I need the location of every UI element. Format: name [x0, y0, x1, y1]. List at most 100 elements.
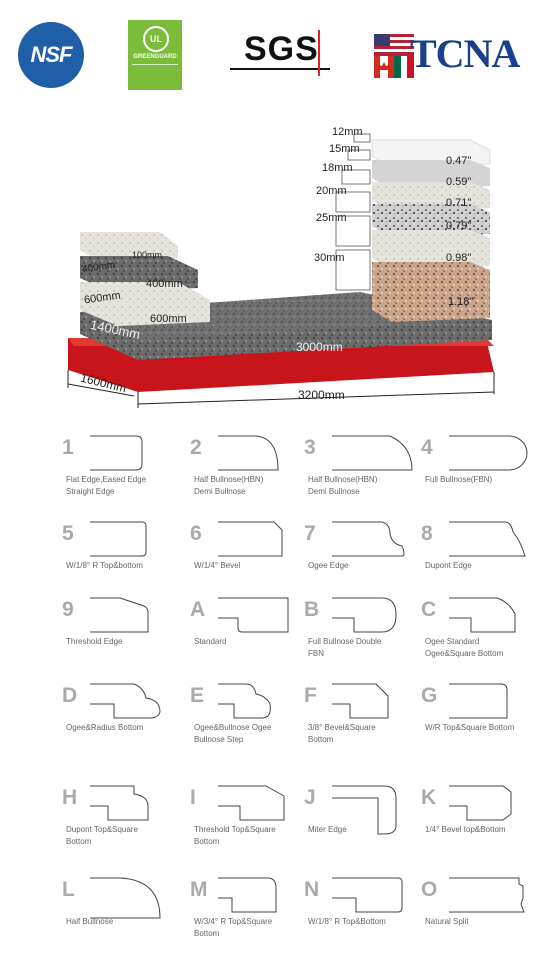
edge-code-1: 1: [62, 436, 74, 459]
edge-code-I: I: [190, 786, 196, 809]
edge-caption-2: Half Bullnose(HBN)Demi Bullnose: [194, 474, 263, 498]
edge-caption-line: Ogee Edge: [308, 561, 349, 570]
dimension-lines: [67, 370, 495, 408]
edge-caption-line: Half Bullnose(HBN): [308, 475, 378, 484]
edge-shape-8: [449, 521, 526, 557]
edge-code-H: H: [62, 786, 78, 809]
edge-caption-line: Full Bullnose(FBN): [425, 475, 493, 484]
sgs-red-bar: [318, 30, 320, 76]
edge-caption-line: W/1/8° R Top&Bottom: [308, 917, 386, 926]
sgs-underline: [230, 68, 330, 70]
edge-shape-7: [332, 521, 405, 557]
edge-caption-line: Bottom: [194, 837, 220, 846]
edge-code-F: F: [304, 684, 317, 707]
edge-shape-L: [90, 877, 161, 919]
edge-caption-line: W/1/4° Bevel: [194, 561, 241, 570]
label-079in: 0.79": [446, 220, 472, 232]
thickness-leaders: [335, 133, 371, 291]
edge-caption-line: Full Bullnose Double: [308, 637, 382, 646]
edge-shape-A: [218, 597, 289, 633]
edge-caption-line: Ogee&Square Bottom: [425, 649, 504, 658]
label-600mm: 600mm: [150, 313, 187, 325]
stack-25mm: [372, 230, 490, 270]
label-30mm: 30mm: [314, 252, 345, 264]
edge-caption-line: Bottom: [194, 929, 220, 938]
label-15mm: 15mm: [329, 143, 360, 155]
edge-code-2: 2: [190, 436, 202, 459]
sgs-logo: SGS: [244, 30, 319, 68]
edge-caption-A: Standard: [194, 636, 226, 648]
edge-caption-6: W/1/4° Bevel: [194, 560, 240, 572]
edge-code-B: B: [304, 598, 320, 621]
edge-caption-line: Dupont Top&Square: [66, 825, 138, 834]
edge-shape-M: [218, 877, 277, 913]
edge-shape-4: [449, 435, 528, 471]
stack-20mm: [372, 204, 490, 238]
nsf-logo: NSF: [18, 22, 84, 88]
edge-code-L: L: [62, 878, 75, 901]
edge-shape-J: [332, 785, 397, 835]
edge-caption-3: Half Bullnose(HBN) Demi Bullnose: [308, 474, 377, 498]
edge-shape-5: [90, 521, 147, 557]
edge-caption-K: 1/4° Bevel top&Bottom: [425, 824, 506, 836]
edge-caption-D: Ogee&Radius Bottom: [66, 722, 143, 734]
edge-shape-F: [332, 683, 389, 719]
label-12mm: 12mm: [332, 126, 363, 138]
greenguard-logo: UL GREENGUARD: [128, 20, 182, 90]
label-098in: 0.98": [446, 252, 472, 264]
edge-caption-line: Threshold Top&Square: [194, 825, 276, 834]
label-047in: 0.47": [446, 155, 472, 167]
edge-caption-4: Full Bullnose(FBN): [425, 474, 492, 486]
edge-caption-N: W/1/8° R Top&Bottom: [308, 916, 386, 928]
edge-shape-O: [449, 877, 525, 913]
flags-icon: [374, 34, 414, 78]
edge-code-D: D: [62, 684, 78, 707]
edge-caption-line: Demi Bullnose: [194, 487, 246, 496]
edge-shape-I: [218, 785, 285, 821]
edge-shape-K: [449, 785, 512, 821]
edge-shape-H: [90, 785, 149, 821]
edge-caption-line: 1/4° Bevel top&Bottom: [425, 825, 506, 834]
edge-code-8: 8: [421, 522, 433, 545]
label-071in: 0.71": [446, 197, 472, 209]
piece-600mm: [80, 282, 210, 326]
edge-code-C: C: [421, 598, 437, 621]
edge-code-O: O: [421, 878, 438, 901]
edge-caption-5: W/1/8° R Top&bottom: [66, 560, 143, 572]
edge-caption-line: Ogee Standard: [425, 637, 480, 646]
edge-shape-G: [449, 683, 508, 719]
edge-caption-line: Threshold Edge: [66, 637, 123, 646]
edge-caption-line: Miter Edge: [308, 825, 347, 834]
edge-shape-D: [90, 683, 161, 719]
edge-code-4: 4: [421, 436, 433, 459]
piece-100mm: [80, 232, 178, 262]
edge-caption-line: Bottom: [308, 735, 334, 744]
edge-code-A: A: [190, 598, 206, 621]
stack-30mm: [372, 262, 490, 322]
edge-code-6: 6: [190, 522, 202, 545]
edge-caption-line: Ogee&Radius Bottom: [66, 723, 144, 732]
ul-mark: UL: [143, 26, 169, 52]
edge-caption-line: Demi Bullnose: [308, 487, 360, 496]
edge-caption-line: W/3/4° R Top&Square: [194, 917, 273, 926]
label-3200mm: 3200mm: [298, 388, 345, 402]
edge-caption-line: Half Bullnose: [66, 917, 114, 926]
edge-code-G: G: [421, 684, 438, 707]
edge-code-9: 9: [62, 598, 74, 621]
edge-caption-line: Ogee&Bullnose Ogee: [194, 723, 272, 732]
edge-caption-line: Straight Edge: [66, 487, 115, 496]
label-25mm: 25mm: [316, 212, 347, 224]
edge-caption-line: Bullnose Step: [194, 735, 244, 744]
edge-caption-L: Half Bullnose: [66, 916, 113, 928]
edge-caption-line: 3/8° Bevel&Square: [308, 723, 376, 732]
edge-code-M: M: [190, 878, 208, 901]
edge-caption-line: W/1/8° R Top&bottom: [66, 561, 143, 570]
label-18mm: 18mm: [322, 162, 353, 174]
edge-shape-3: [332, 435, 413, 471]
label-059in: 0.59": [446, 176, 472, 188]
edge-code-E: E: [190, 684, 205, 707]
